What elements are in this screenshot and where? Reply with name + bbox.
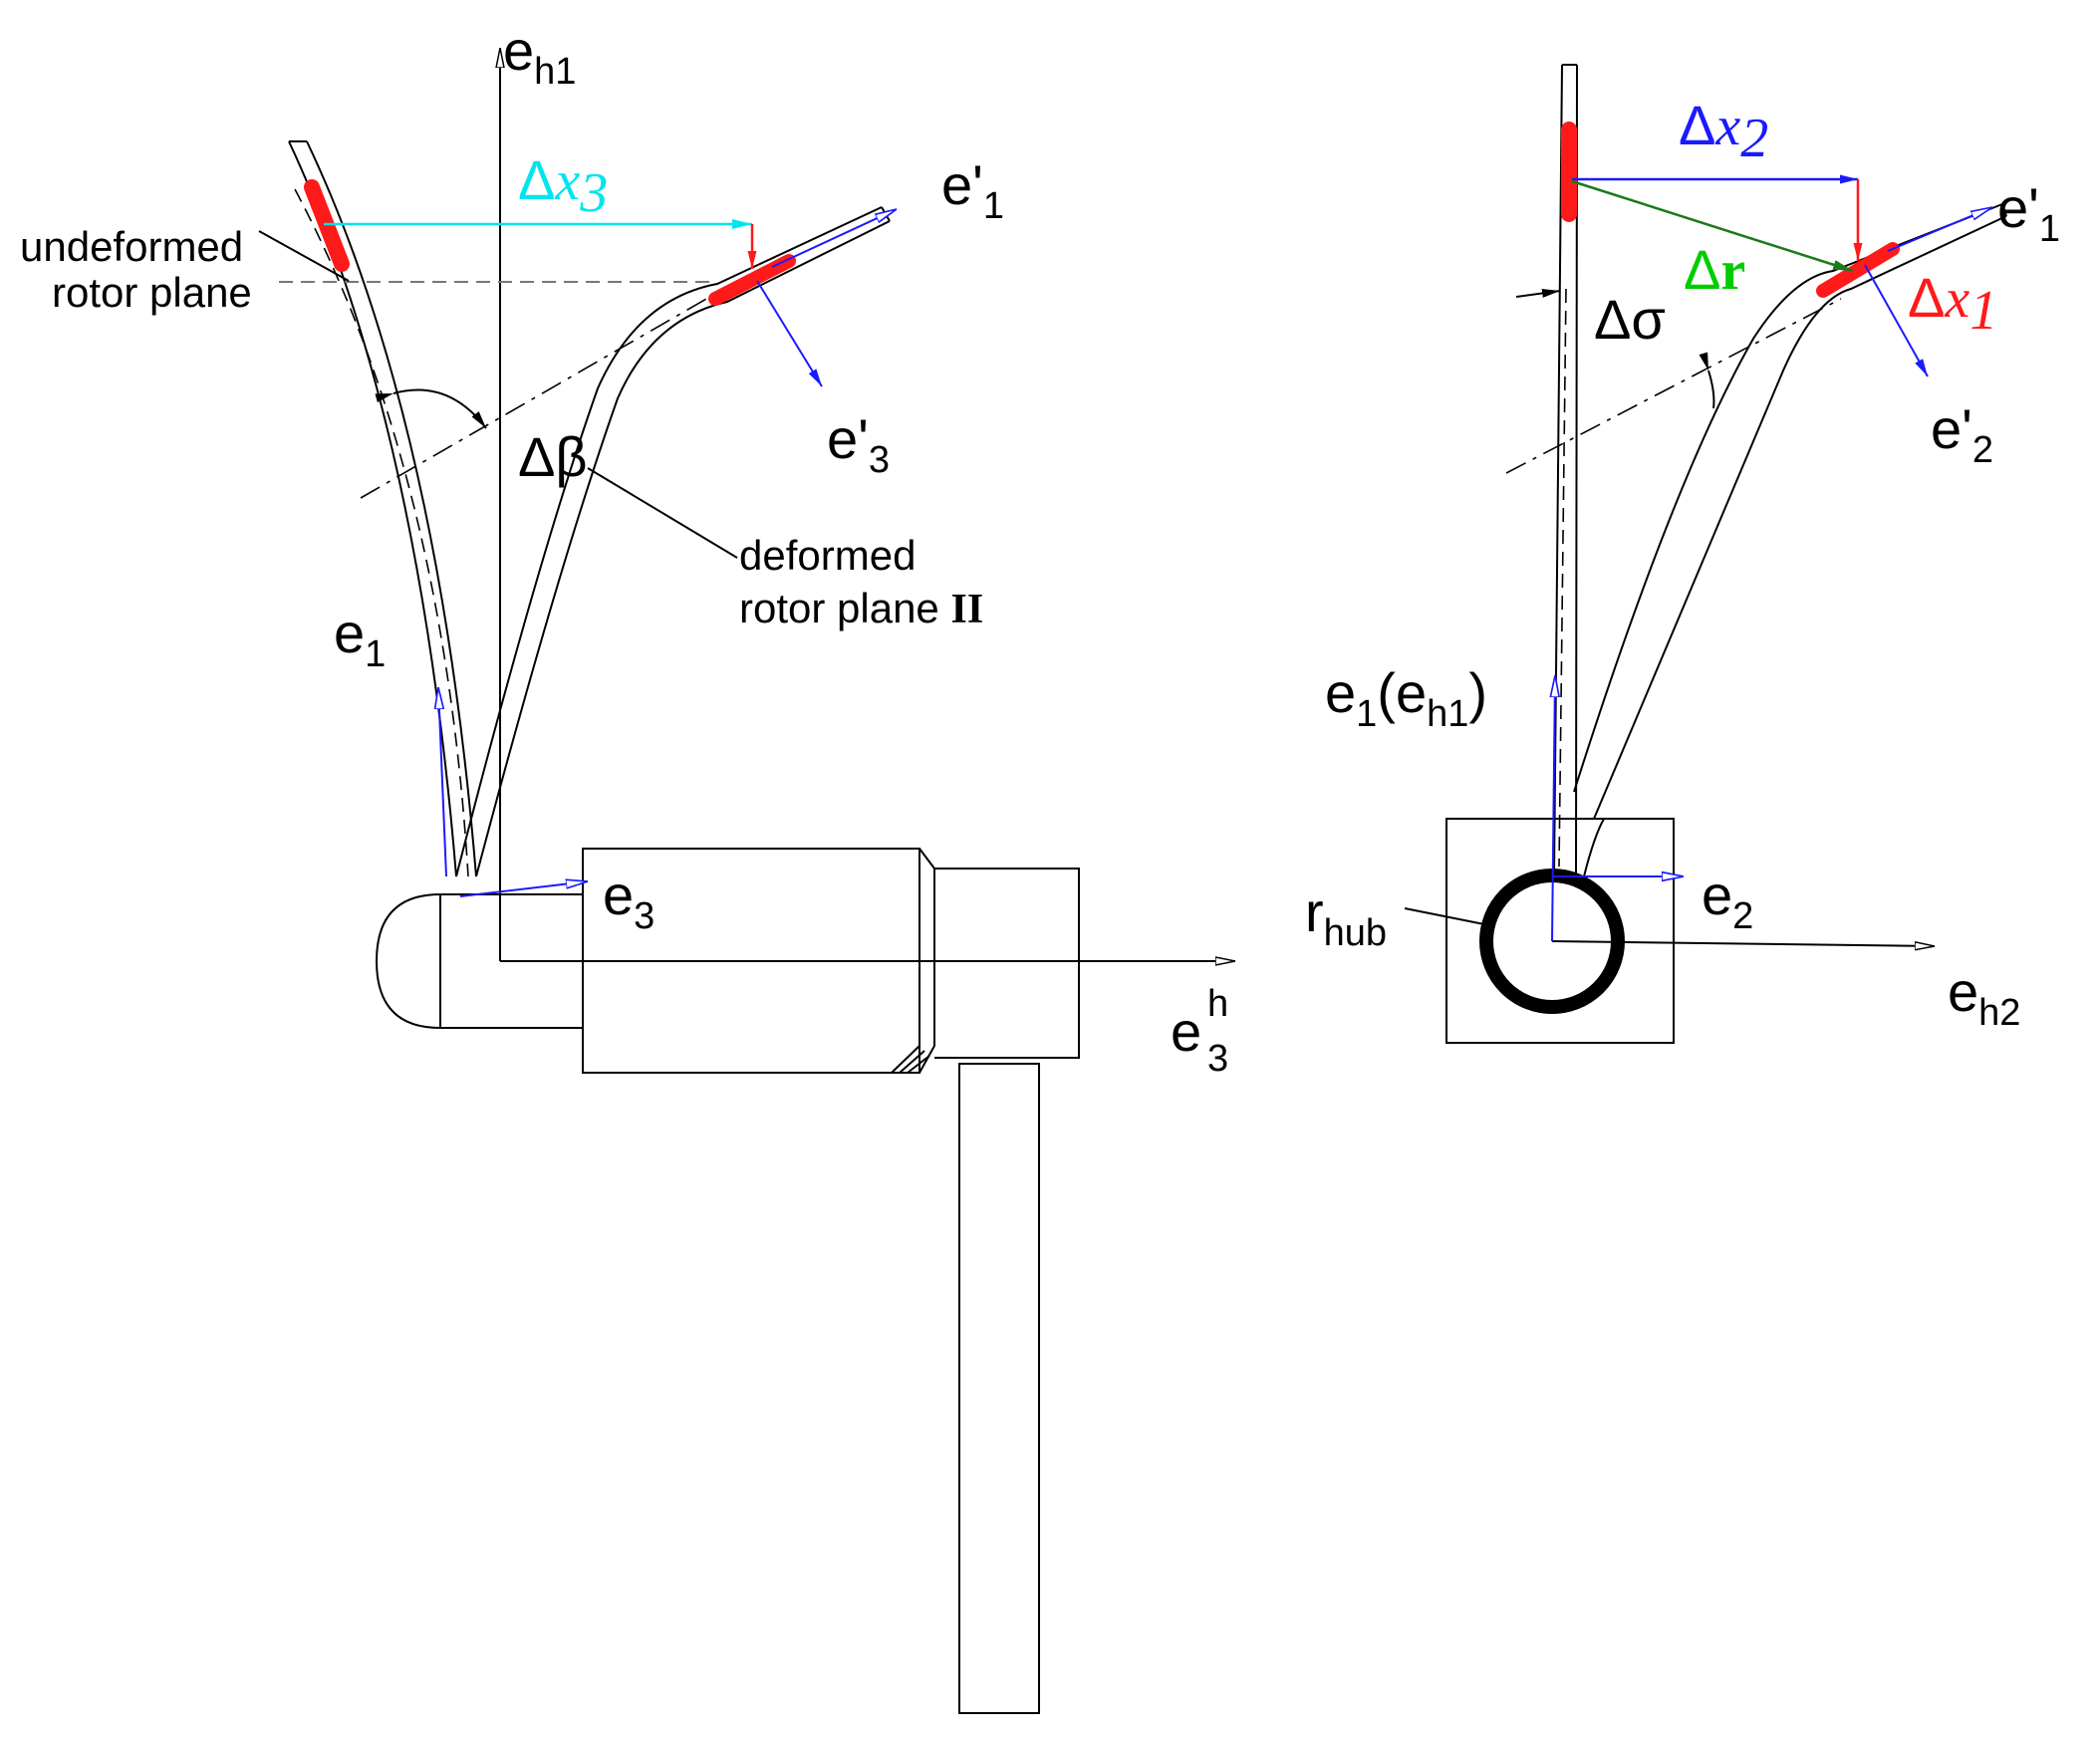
deformed-angle-arc: [1699, 352, 1715, 409]
label-delta-r: Δr: [1684, 238, 1745, 302]
label-delta-sigma: Δσ: [1594, 288, 1666, 351]
label-e3h-sup: h: [1207, 983, 1228, 1025]
e3-prime-vector: [756, 280, 823, 387]
label-rhub: rhub: [1305, 880, 1387, 954]
rhub-leader: [1404, 907, 1495, 927]
eh2-axis: [1551, 940, 1935, 946]
label-deformed-rotor-plane-2: rotor plane II: [739, 585, 983, 632]
label-delta-beta: Δβ: [518, 425, 588, 488]
label-e1-left: e1: [334, 602, 386, 675]
deformed-rotor-plane-line: [360, 286, 728, 499]
right-view: [1404, 64, 2007, 1044]
deformed-blade-section: [708, 254, 796, 306]
label-e3: e3: [603, 864, 655, 937]
label-delta-x1: Δx1: [1908, 266, 1997, 342]
label-e1-eh1: e1(eh1): [1325, 661, 1487, 735]
tower: [958, 1063, 1040, 1714]
undeformed-blade: [288, 140, 477, 877]
e1-vector-right: [1552, 675, 1555, 942]
label-delta-x3: Δx3: [518, 148, 608, 224]
label-e3h-sub: 3: [1207, 1038, 1228, 1080]
delta-sigma-mark: [1515, 288, 1561, 298]
label-e1-prime-right: e'1: [1997, 176, 2060, 250]
label-e3h: e: [1171, 1000, 1201, 1063]
delta-r-arrow: [1571, 179, 1854, 273]
e1-prime-vector-left: [771, 208, 897, 268]
e2-prime-vector: [1864, 264, 1929, 377]
deformed-leader: [587, 467, 738, 559]
label-undeformed-rotor-plane: undeformed: [20, 223, 243, 270]
left-view: [258, 48, 1235, 1714]
label-e2-prime: e'2: [1931, 397, 1993, 471]
deformed-plane-line-right: [1505, 298, 1842, 474]
label-e2: e2: [1702, 864, 1753, 937]
e1-prime-vector-right: [1887, 206, 1992, 252]
label-e3-prime: e'3: [827, 407, 890, 481]
delta-beta-arc: [375, 388, 487, 429]
label-undeformed-rotor-plane-2: rotor plane: [52, 269, 252, 316]
deformed-blade-right: [1573, 203, 2007, 877]
e1-vector-left: [438, 687, 447, 877]
label-delta-x2: Δx2: [1679, 94, 1768, 169]
label-eh2: eh2: [1948, 960, 2020, 1034]
e3-vector: [459, 881, 588, 897]
deformed-blade-section-right: [1816, 242, 1900, 298]
undeformed-leader: [258, 230, 350, 282]
label-e1-prime-left: e'1: [941, 153, 1004, 227]
label-eh1: eh1: [503, 19, 576, 93]
undeformed-blade-section: [304, 179, 350, 272]
label-deformed-rotor-plane: deformed: [739, 532, 916, 579]
